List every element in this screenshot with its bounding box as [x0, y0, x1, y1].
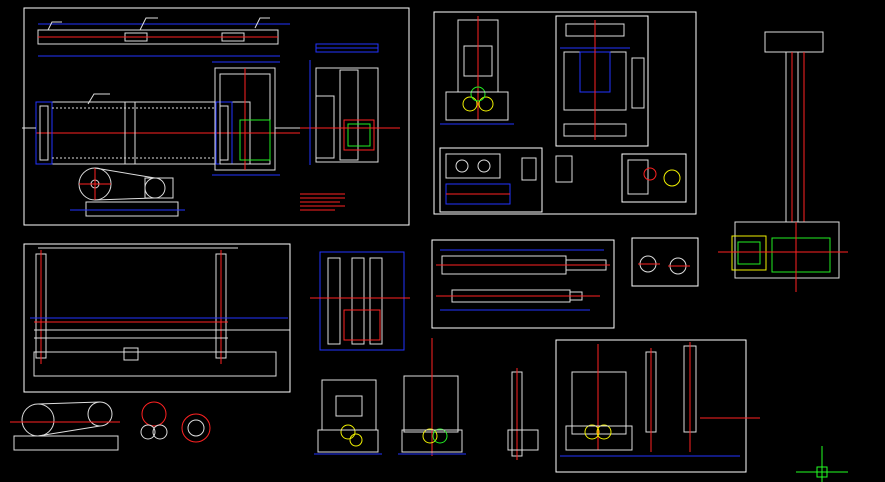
sheet-elevation-bottom	[23, 243, 291, 393]
drawings-bottom-strip	[10, 338, 760, 473]
sheet-assembly-top	[22, 7, 410, 226]
column-tall-right	[718, 31, 848, 292]
cad-crosshair-cursor-icon	[796, 446, 848, 482]
sheet-sections-top	[433, 11, 697, 215]
sections-middle	[310, 237, 699, 351]
